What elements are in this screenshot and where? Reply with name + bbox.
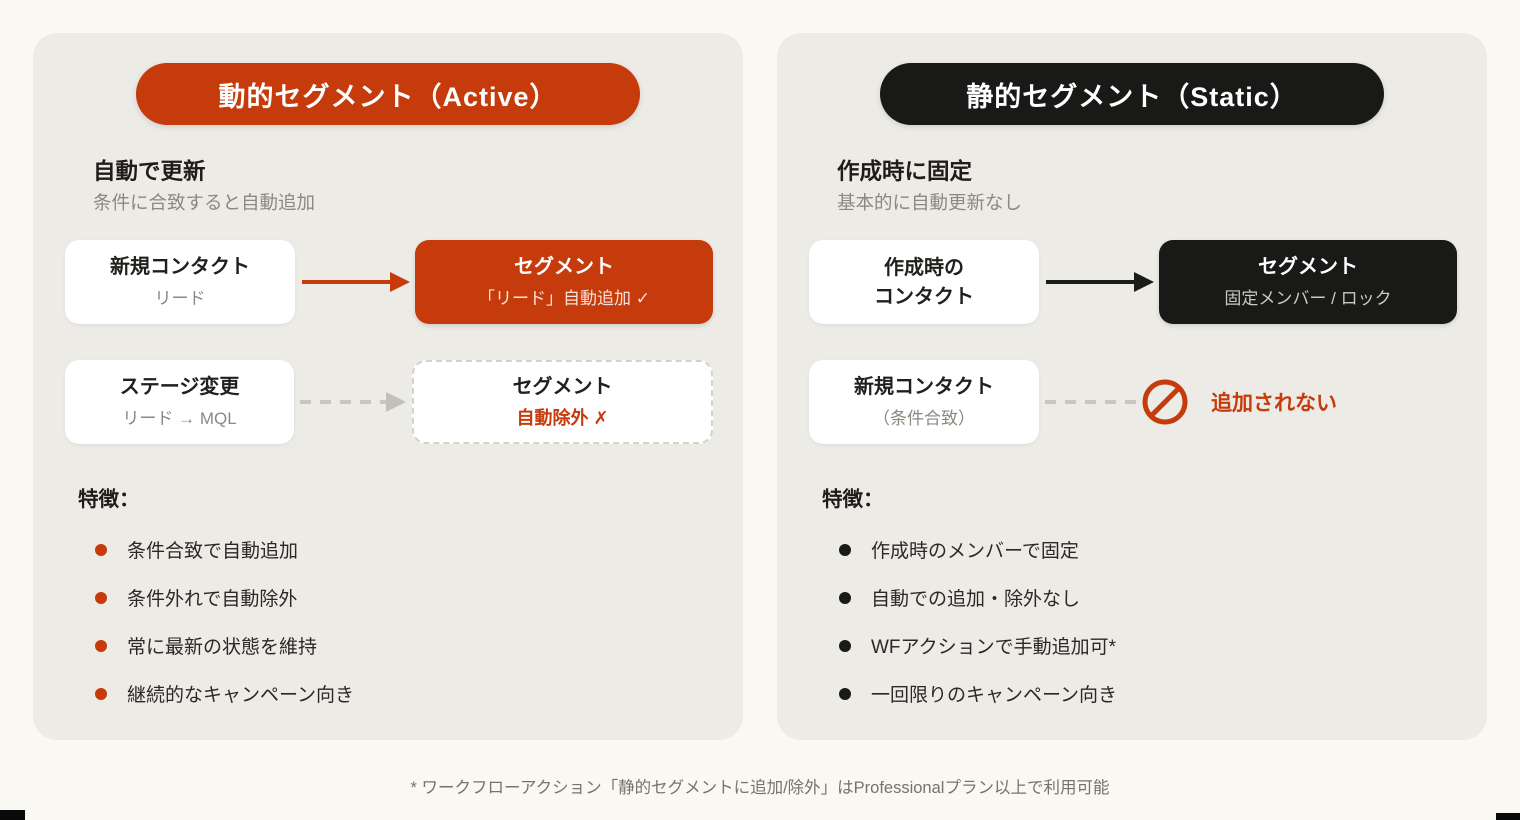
bullet-icon — [95, 591, 107, 604]
solid-orange-arrow-icon — [295, 240, 415, 324]
blocked-zone: 追加されない — [1039, 360, 1337, 444]
static-flow-row-1: 作成時の コンタクト セグメント 固定メンバー / ロック — [809, 240, 1457, 324]
bullet-icon — [95, 687, 107, 700]
list-item-label: 一回限りのキャンペーン向き — [871, 685, 1118, 706]
list-item: 作成時のメンバーで固定 — [839, 536, 1117, 563]
node-title: ステージ変更 — [119, 376, 240, 398]
node-title: 新規コンタクト — [110, 256, 250, 278]
node-title: セグメント — [1258, 256, 1358, 278]
list-item: 一回限りのキャンペーン向き — [839, 680, 1117, 707]
active-flow-row-2: ステージ変更 リード → MQL セグメント 自動除外 ✗ — [65, 360, 713, 444]
panel-active-segment: 動的セグメント（Active） 自動で更新 条件に合致すると自動追加 新規コンタ… — [33, 33, 743, 740]
dashed-gray-arrow-icon — [294, 360, 412, 444]
dashed-gray-line-icon — [1045, 400, 1137, 404]
active-header-label: 動的セグメント（Active） — [218, 81, 558, 112]
static-features-list: 作成時のメンバーで固定 自動での追加・除外なし WFアクションで手動追加可* 一… — [839, 536, 1117, 707]
static-section-subtitle: 基本的に自動更新なし — [837, 192, 1023, 213]
corner-mark-left — [0, 810, 25, 820]
active-flow-row-1: 新規コンタクト リード セグメント 「リード」自動追加 ✓ — [65, 240, 713, 324]
node-segment-locked: セグメント 固定メンバー / ロック — [1159, 240, 1457, 324]
list-item: WFアクションで手動追加可* — [839, 632, 1117, 659]
list-item-label: 常に最新の状態を維持 — [127, 637, 318, 658]
bullet-icon — [839, 543, 851, 556]
list-item: 自動での追加・除外なし — [839, 584, 1117, 611]
panel-static-segment: 静的セグメント（Static） 作成時に固定 基本的に自動更新なし 作成時の コ… — [777, 33, 1487, 740]
bullet-icon — [839, 591, 851, 604]
bullet-icon — [839, 639, 851, 652]
footnote-text: * ワークフローアクション「静的セグメントに追加/除外」はProfessiona… — [410, 779, 1110, 797]
list-item-label: WFアクションで手動追加可* — [871, 637, 1116, 658]
list-item: 常に最新の状態を維持 — [95, 632, 354, 659]
list-item-label: 条件合致で自動追加 — [127, 541, 299, 562]
active-features-label: 特徴： — [78, 488, 140, 511]
node-new-contact-matching: 新規コンタクト （条件合致） — [809, 360, 1039, 444]
static-section-title: 作成時に固定 — [837, 159, 973, 184]
bullet-icon — [95, 543, 107, 556]
blocked-label: 追加されない — [1211, 392, 1337, 415]
active-section-title: 自動で更新 — [93, 159, 206, 184]
active-section-subtitle: 条件に合致すると自動追加 — [93, 192, 316, 213]
static-header-pill: 静的セグメント（Static） — [880, 63, 1384, 125]
node-subtitle: （条件合致） — [873, 409, 975, 428]
node-new-contact: 新規コンタクト リード — [65, 240, 295, 324]
node-title: セグメント — [512, 375, 613, 398]
list-item-label: 作成時のメンバーで固定 — [871, 541, 1079, 562]
node-segment-auto-added: セグメント 「リード」自動追加 ✓ — [415, 240, 713, 324]
corner-mark-right — [1496, 813, 1520, 820]
active-header-pill: 動的セグメント（Active） — [136, 63, 640, 125]
node-title-line2: コンタクト — [874, 285, 974, 308]
list-item-label: 条件外れで自動除外 — [127, 589, 298, 610]
node-subtitle: 固定メンバー / ロック — [1224, 289, 1392, 308]
list-item: 継続的なキャンペーン向き — [95, 680, 354, 707]
prohibition-icon — [1142, 379, 1188, 425]
solid-black-arrow-icon — [1039, 240, 1159, 324]
node-subtitle: 自動除外 ✗ — [516, 407, 609, 428]
static-features-label: 特徴： — [822, 488, 884, 511]
static-header-label: 静的セグメント（Static） — [966, 81, 1298, 112]
node-subtitle: 「リード」自動追加 ✓ — [478, 289, 650, 308]
node-stage-change: ステージ変更 リード → MQL — [65, 360, 295, 444]
node-segment-auto-removed: セグメント 自動除外 ✗ — [412, 360, 713, 444]
node-title-line1: 作成時の — [884, 256, 964, 279]
node-title: セグメント — [514, 256, 614, 278]
active-features-list: 条件合致で自動追加 条件外れで自動除外 常に最新の状態を維持 継続的なキャンペー… — [95, 536, 354, 707]
list-item-label: 自動での追加・除外なし — [871, 589, 1081, 610]
node-subtitle: リード — [154, 289, 206, 308]
list-item: 条件外れで自動除外 — [95, 584, 354, 611]
bullet-icon — [95, 639, 107, 652]
bullet-icon — [839, 687, 851, 700]
node-title: 新規コンタクト — [854, 376, 994, 398]
list-item-label: 継続的なキャンペーン向き — [127, 685, 355, 706]
node-contacts-at-creation: 作成時の コンタクト — [809, 240, 1039, 324]
node-subtitle: リード → MQL — [122, 409, 237, 428]
static-flow-row-2: 新規コンタクト （条件合致） 追加されない — [809, 360, 1457, 444]
list-item: 条件合致で自動追加 — [95, 536, 354, 563]
